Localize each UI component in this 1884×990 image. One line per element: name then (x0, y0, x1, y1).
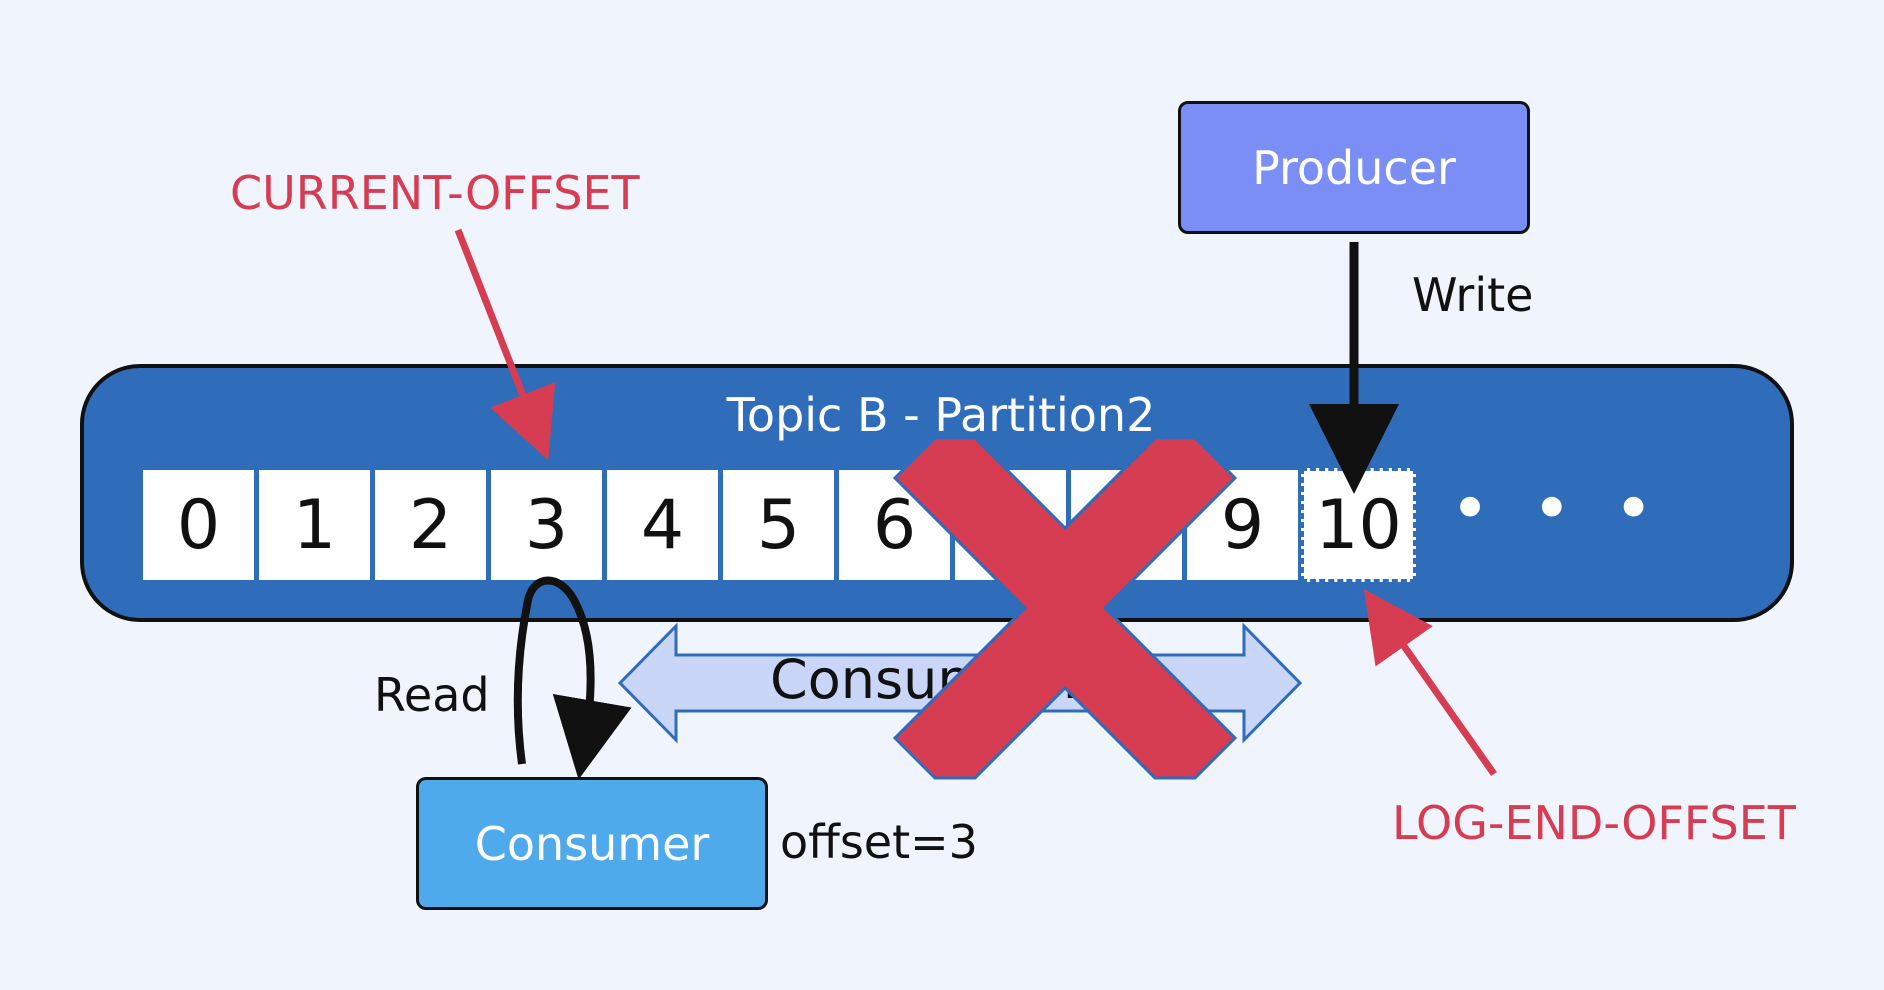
current-offset-label: CURRENT-OFFSET (230, 166, 640, 220)
read-arrow (513, 576, 632, 780)
write-label: Write (1412, 268, 1534, 322)
read-label: Read (374, 668, 490, 722)
offset-cell-4: 4 (605, 468, 720, 582)
offset-cell-5: 5 (721, 468, 836, 582)
cross-out-icon (892, 436, 1238, 780)
producer-box: Producer (1178, 101, 1530, 234)
offset-cell-0: 0 (141, 468, 256, 582)
more-offsets-ellipsis: • • • (1450, 470, 1664, 549)
offset-cell-3: 3 (489, 468, 604, 582)
producer-label: Producer (1252, 140, 1456, 195)
current-offset-arrow (454, 228, 556, 461)
consumer-label: Consumer (474, 816, 710, 871)
topic-title: Topic B - Partition2 (726, 388, 1156, 442)
offset-cell-2: 2 (373, 468, 488, 582)
log-end-offset-arrow (1363, 589, 1497, 777)
consumer-box: Consumer (416, 777, 768, 910)
log-end-offset-label: LOG-END-OFFSET (1392, 796, 1796, 850)
consumer-offset-label: offset=3 (780, 815, 978, 869)
offset-cell-1: 1 (257, 468, 372, 582)
offset-cell-9: 9 (1185, 468, 1300, 582)
